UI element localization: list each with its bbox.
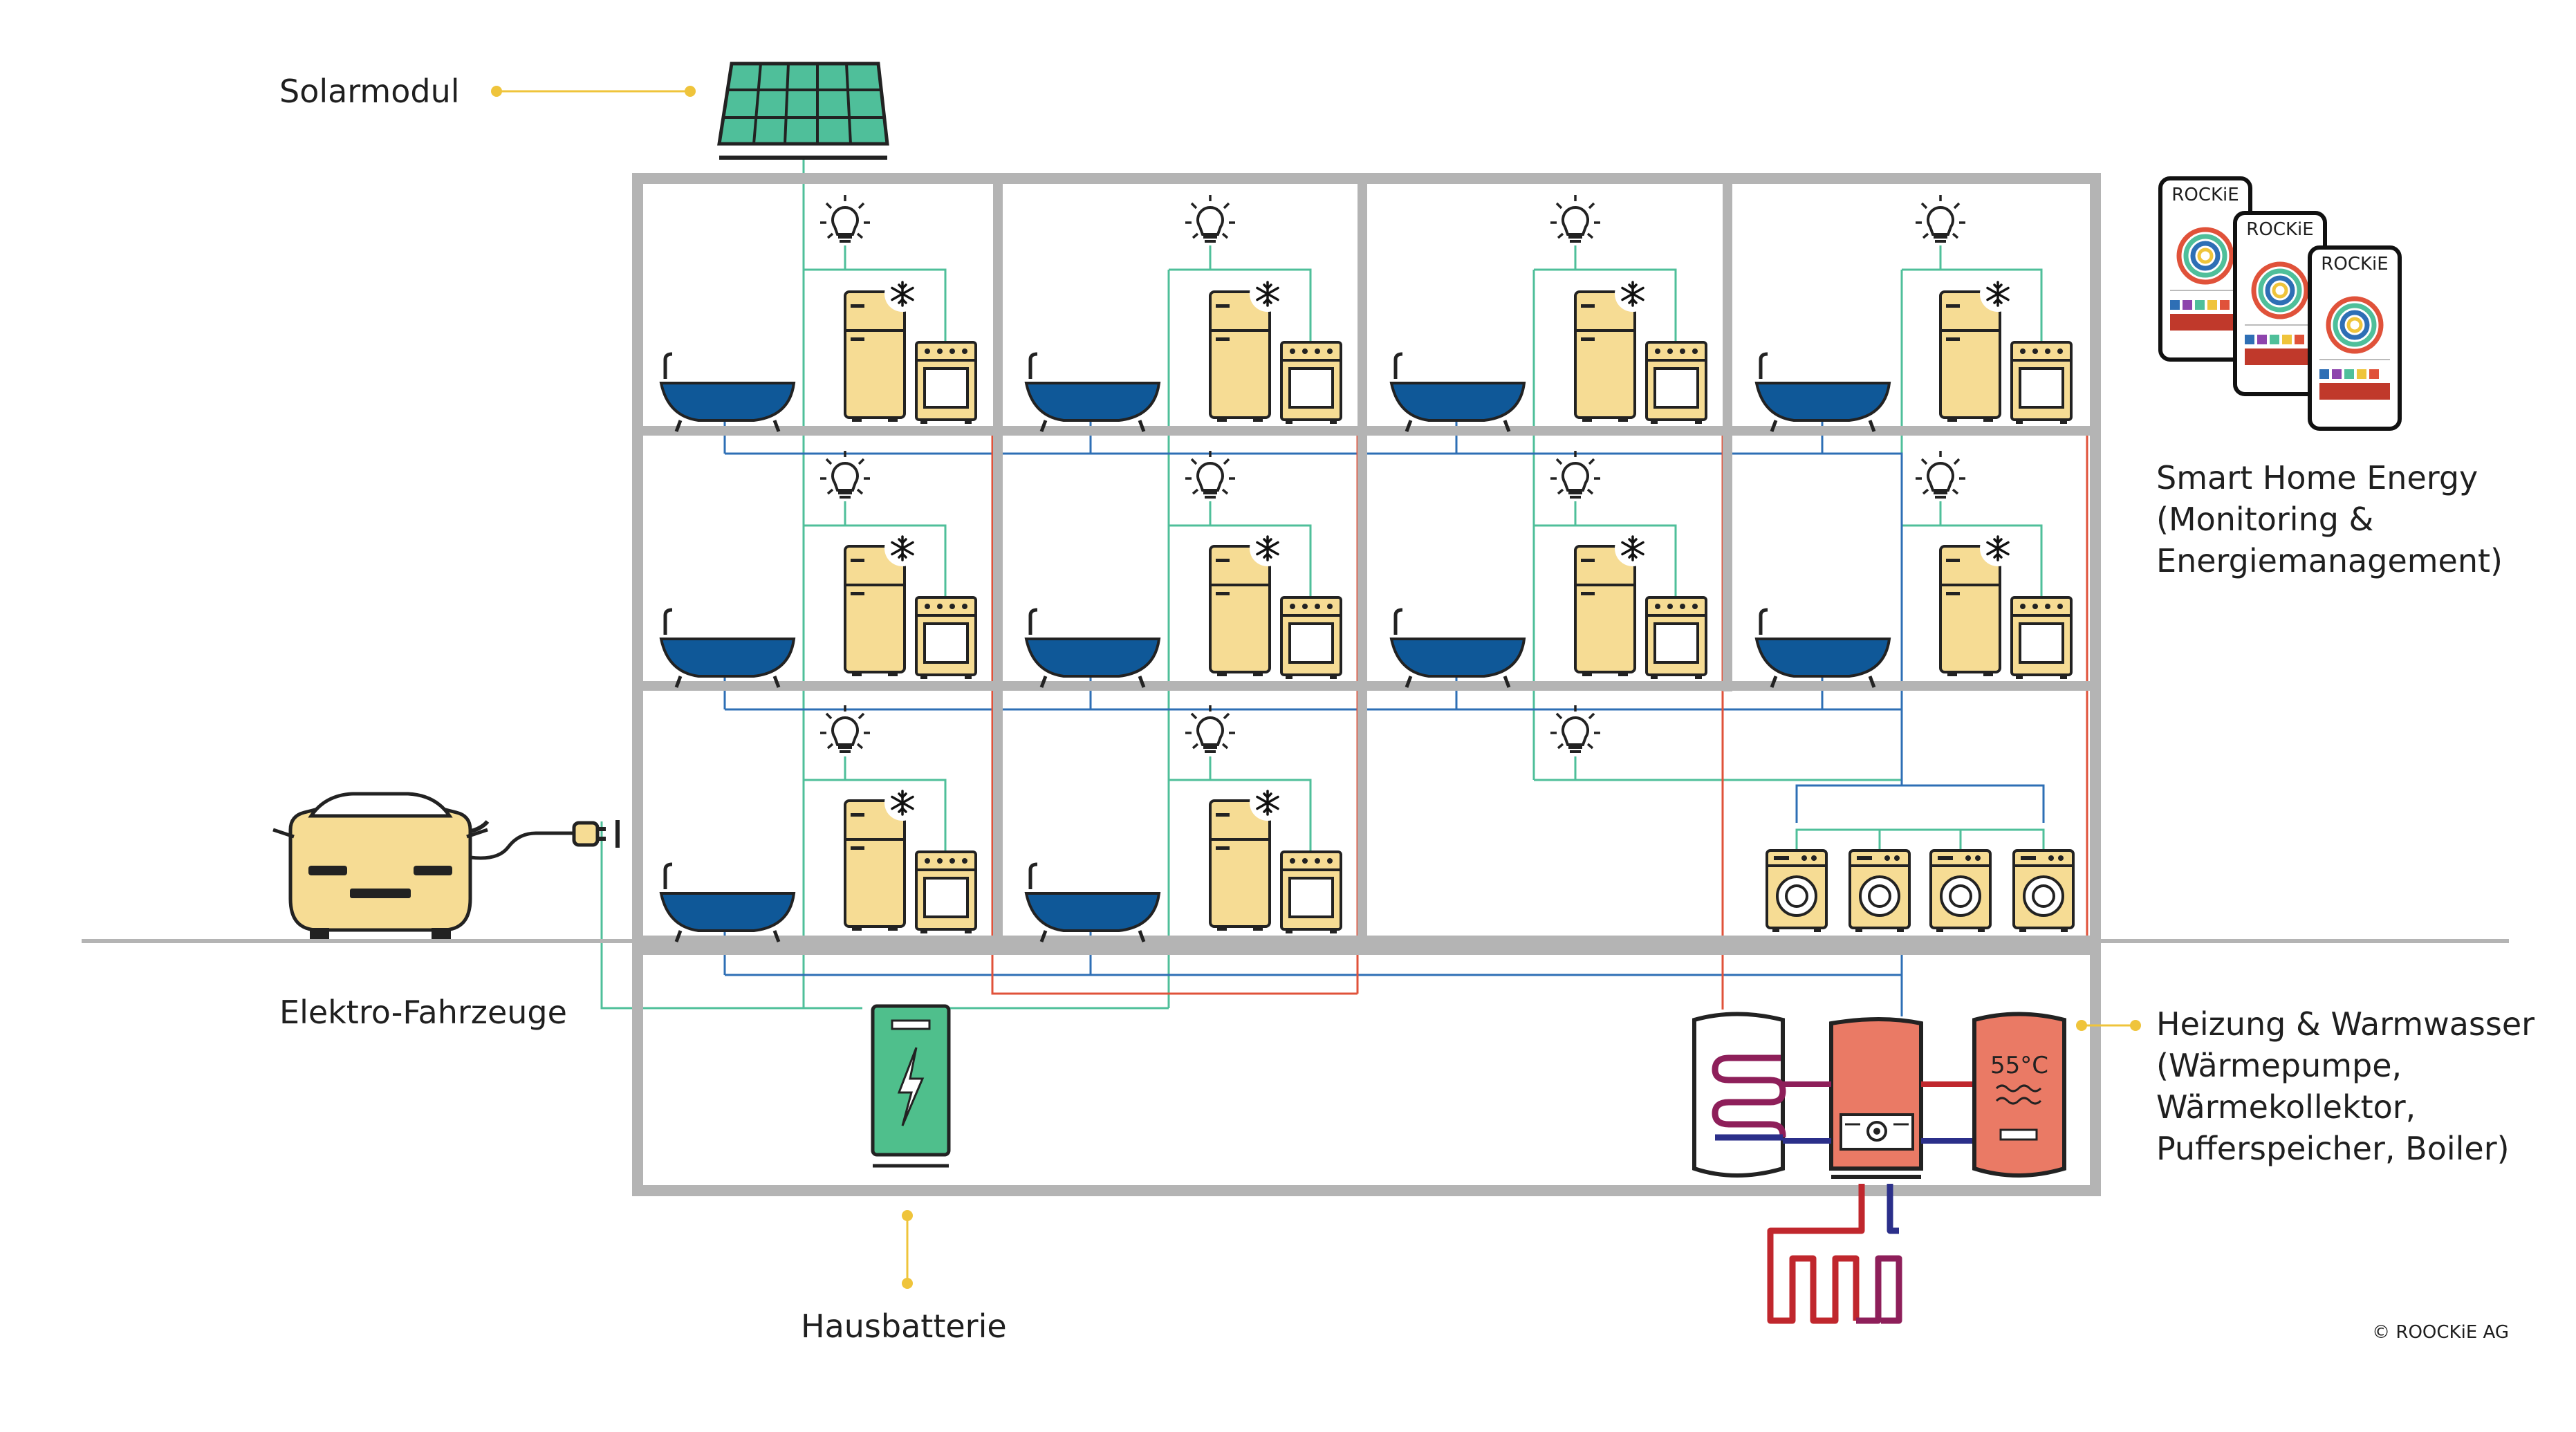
- fridge-icon: [844, 290, 906, 423]
- lightbulb-icon: [1549, 194, 1602, 244]
- snowflake-icon: [1248, 275, 1287, 313]
- boiler-temperature: 55°C: [1990, 1052, 2048, 1079]
- fridge-icon: [1209, 290, 1271, 423]
- lightbulb-icon: [1184, 449, 1236, 500]
- leader-lines: [491, 86, 2141, 1289]
- heat-pump-icon: [1783, 1017, 1974, 1179]
- app-brand: ROCKiE: [2246, 219, 2313, 240]
- washing-machine-icon: [2012, 849, 2075, 933]
- stove-icon: [915, 596, 977, 680]
- smart-home-phones: ROCKiE ROCKiE ROCKiE: [2160, 178, 2400, 429]
- washing-machine-icon: [1929, 849, 1992, 933]
- stove-icon: [1280, 596, 1342, 680]
- bathtub-icon: [661, 354, 794, 431]
- snowflake-icon: [1613, 529, 1652, 568]
- snowflake-icon: [883, 529, 922, 568]
- stove-icon: [1280, 850, 1342, 935]
- label-solarmodul: Solarmodul: [279, 73, 460, 110]
- lightbulb-icon: [819, 449, 871, 500]
- label-smart-home: Smart Home Energy (Monitoring & Energiem…: [2156, 459, 2503, 579]
- bathtub-icon: [661, 864, 794, 942]
- fridge-icon: [1209, 799, 1271, 932]
- bathtub-icon: [1391, 354, 1524, 431]
- lightbulb-icon: [1549, 449, 1602, 500]
- copyright: © ROOCKiE AG: [2372, 1322, 2509, 1343]
- stove-icon: [1645, 596, 1707, 680]
- fridge-icon: [1939, 290, 2001, 423]
- floor-heating-loop-icon: [1767, 1184, 1902, 1324]
- lightbulb-icon: [1184, 704, 1236, 754]
- bathtub-icon: [1026, 610, 1159, 687]
- lightbulb-icon: [1184, 194, 1236, 244]
- lightbulb-icon: [1549, 704, 1602, 754]
- bathtub-icon: [1391, 610, 1524, 687]
- stove-icon: [1645, 341, 1707, 425]
- house-battery-icon: [871, 1004, 951, 1168]
- stove-icon: [915, 850, 977, 935]
- fridge-icon: [1574, 290, 1636, 423]
- snowflake-icon: [883, 783, 922, 822]
- app-brand: ROCKiE: [2171, 185, 2239, 205]
- washing-machine-icon: [1848, 849, 1911, 933]
- label-hausbatterie: Hausbatterie: [801, 1308, 1007, 1345]
- label-elektro-fahrzeuge: Elektro-Fahrzeuge: [279, 994, 567, 1031]
- app-brand: ROCKiE: [2321, 254, 2388, 275]
- fridge-icon: [844, 799, 906, 932]
- buffer-tank-icon: [1692, 1012, 1786, 1178]
- lightbulb-icon: [819, 704, 871, 754]
- snowflake-icon: [1979, 275, 2017, 313]
- bathtub-icon: [1757, 354, 1889, 431]
- lightbulb-icon: [819, 194, 871, 244]
- bathtub-icon: [1026, 864, 1159, 942]
- solar-panel-icon: [717, 62, 889, 160]
- snowflake-icon: [1979, 529, 2017, 568]
- bathtub-icon: [1757, 610, 1889, 687]
- snowflake-icon: [1248, 783, 1287, 822]
- electric-car-icon: [272, 792, 490, 939]
- stove-icon: [1280, 341, 1342, 425]
- boiler-icon: 55°C: [1972, 1012, 2066, 1178]
- lightbulb-icon: [1914, 449, 1967, 500]
- stove-icon: [2010, 596, 2073, 680]
- snowflake-icon: [1613, 275, 1652, 313]
- snowflake-icon: [883, 275, 922, 313]
- bathtub-icon: [661, 610, 794, 687]
- fridge-icon: [844, 545, 906, 678]
- fridge-icon: [1209, 545, 1271, 678]
- stove-icon: [915, 341, 977, 425]
- plug-icon: [470, 820, 620, 860]
- smartphone-app-icon: [2310, 248, 2400, 429]
- lightbulb-icon: [1914, 194, 1967, 244]
- washing-machine-icon: [1766, 849, 1828, 933]
- label-heizung: Heizung & Warmwasser (Wärmepumpe, Wärmek…: [2156, 1005, 2545, 1167]
- bathtub-icon: [1026, 354, 1159, 431]
- stove-icon: [2010, 341, 2073, 425]
- ground-line: [82, 939, 2509, 943]
- snowflake-icon: [1248, 529, 1287, 568]
- fridge-icon: [1939, 545, 2001, 678]
- fridge-icon: [1574, 545, 1636, 678]
